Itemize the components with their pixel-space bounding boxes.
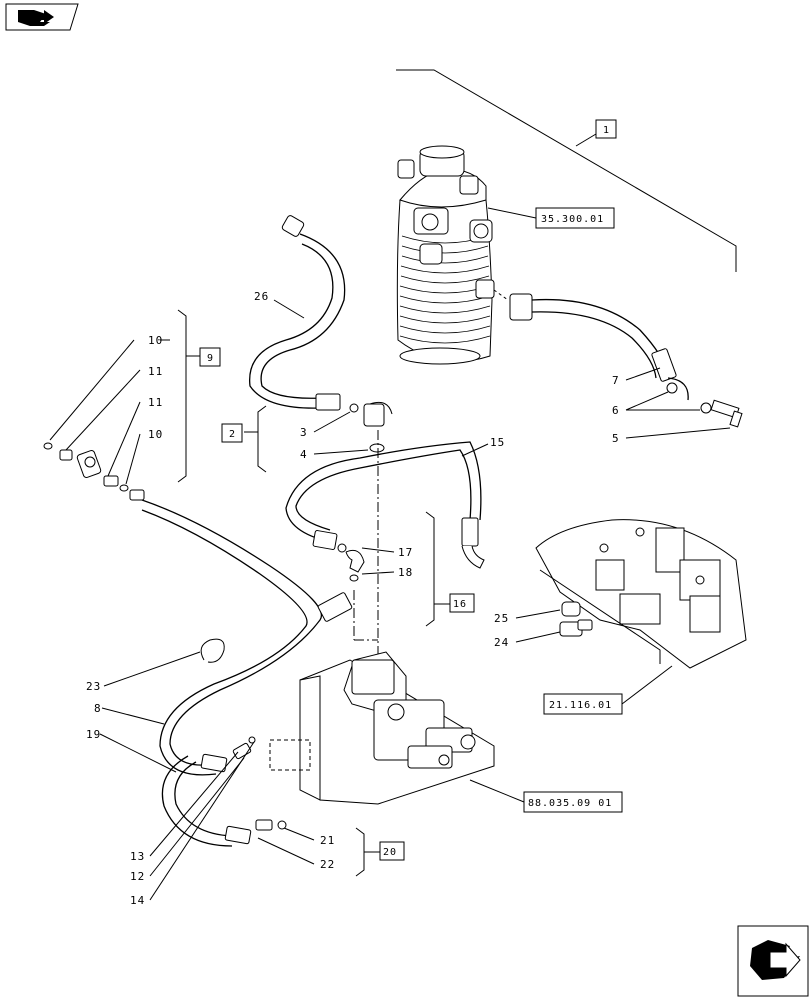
callout-8: 8 bbox=[94, 702, 102, 715]
hose-7 bbox=[509, 293, 689, 401]
engine-block-casting bbox=[535, 519, 747, 669]
bracket-9 bbox=[177, 309, 187, 483]
callout-21: 21 bbox=[320, 834, 335, 847]
callout-11a: 11 bbox=[148, 365, 163, 378]
callout-5: 5 bbox=[612, 432, 620, 445]
fitting-21 bbox=[255, 819, 273, 831]
o-ring-17 bbox=[337, 543, 347, 553]
book-arrow-icon[interactable] bbox=[5, 3, 79, 31]
plug-25 bbox=[561, 601, 581, 617]
callout-box-2[interactable]: 2 bbox=[221, 423, 243, 443]
clip-23 bbox=[200, 638, 225, 663]
svg-text:20: 20 bbox=[383, 847, 397, 858]
callout-19: 19 bbox=[86, 728, 101, 741]
elbow-18 bbox=[345, 549, 365, 582]
callout-18: 18 bbox=[398, 566, 413, 579]
callout-box-16[interactable]: 16 bbox=[449, 593, 475, 613]
callout-4: 4 bbox=[300, 448, 308, 461]
assembly-1-leader bbox=[396, 69, 737, 272]
callout-box-9[interactable]: 9 bbox=[199, 347, 221, 367]
svg-text:21.116.01: 21.116.01 bbox=[549, 700, 612, 711]
bracket-16 bbox=[425, 511, 435, 627]
o-ring-3 bbox=[349, 403, 359, 413]
callout-22: 22 bbox=[320, 858, 335, 871]
svg-text:2: 2 bbox=[229, 429, 236, 440]
callout-26: 26 bbox=[254, 290, 269, 303]
bracket-20 bbox=[355, 827, 365, 877]
fittings-group-9 bbox=[43, 442, 145, 501]
callout-10b: 10 bbox=[148, 428, 163, 441]
callout-10a: 10 bbox=[148, 334, 163, 347]
washer-6a bbox=[666, 382, 678, 394]
svg-text:1: 1 bbox=[603, 125, 610, 136]
callout-17: 17 bbox=[398, 546, 413, 559]
elbow-24 bbox=[559, 619, 593, 637]
hydraulic-valve-block bbox=[269, 651, 495, 805]
svg-text:88.035.09 01: 88.035.09 01 bbox=[528, 798, 612, 809]
reference-box-35-300-01[interactable]: 35.300.01 bbox=[535, 207, 615, 229]
ref-35-300-01-leader bbox=[487, 207, 537, 219]
reference-box-21-116-01[interactable]: 21.116.01 bbox=[543, 693, 623, 715]
callout-12: 12 bbox=[130, 870, 145, 883]
oil-filter-assembly bbox=[396, 145, 495, 365]
washer-6b bbox=[700, 402, 712, 414]
hose-26 bbox=[249, 215, 393, 427]
callout-23: 23 bbox=[86, 680, 101, 693]
callout-15: 15 bbox=[490, 436, 505, 449]
bolt-5 bbox=[710, 399, 743, 428]
svg-text:9: 9 bbox=[207, 353, 214, 364]
o-ring-4 bbox=[369, 443, 385, 453]
hose-8 bbox=[141, 499, 353, 776]
callout-11b: 11 bbox=[148, 396, 163, 409]
hose-15 bbox=[285, 441, 485, 569]
callout-25: 25 bbox=[494, 612, 509, 625]
next-page-arrow-icon[interactable] bbox=[737, 925, 809, 997]
callout-box-20[interactable]: 20 bbox=[379, 841, 405, 861]
callout-13: 13 bbox=[130, 850, 145, 863]
callout-box-1[interactable]: 1 bbox=[595, 119, 617, 139]
callout-24: 24 bbox=[494, 636, 509, 649]
svg-text:16: 16 bbox=[453, 599, 467, 610]
callout-3: 3 bbox=[300, 426, 308, 439]
callout-7: 7 bbox=[612, 374, 620, 387]
bracket-2 bbox=[257, 405, 267, 473]
hose-19 bbox=[161, 753, 252, 847]
callout-14: 14 bbox=[130, 894, 145, 907]
reference-box-88-035-09-01[interactable]: 88.035.09 01 bbox=[523, 791, 623, 813]
svg-text:35.300.01: 35.300.01 bbox=[541, 214, 604, 225]
callout-6: 6 bbox=[612, 404, 620, 417]
